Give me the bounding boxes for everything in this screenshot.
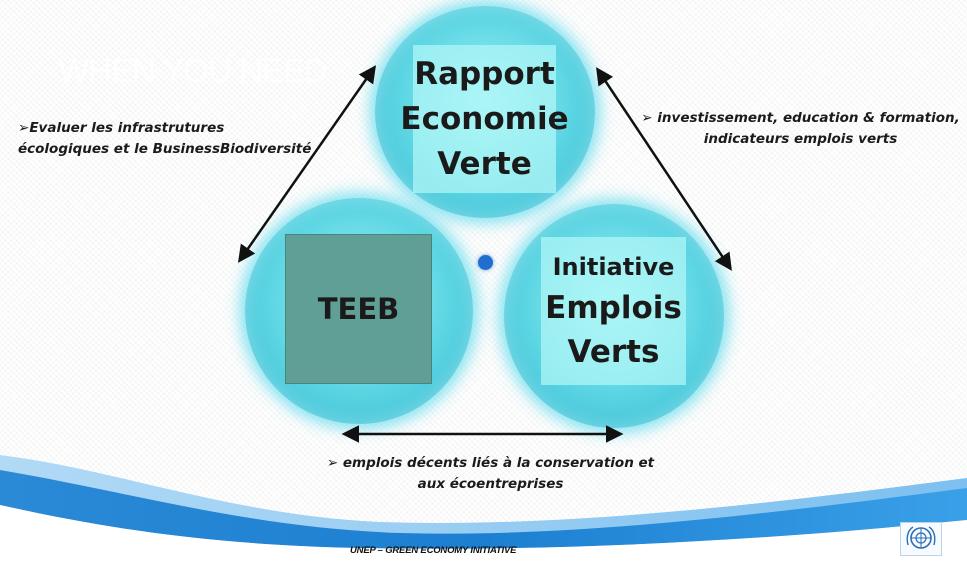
note-text: emplois décents liés à la conservation e… [342, 455, 655, 471]
note-left: ➢Evaluer les infrastrutures écologiques … [18, 118, 318, 160]
bullet-arrow-icon: ➢ [326, 455, 339, 471]
label-rapport-economie-verte: Rapport Economie Verte [400, 45, 569, 193]
un-emblem-icon [900, 522, 942, 556]
arrow-left-double [237, 65, 377, 263]
label-line: Economie [400, 100, 569, 137]
label-text: TEEB [317, 292, 400, 326]
note-text: aux écoentreprises [417, 476, 564, 492]
footer-text: UNEP – GREEN ECONOMY INITIATIVE [350, 545, 517, 556]
note-right: ➢ investissement, education & formation,… [638, 108, 963, 150]
label-line: Verte [437, 145, 532, 182]
note-line: ➢Evaluer les infrastrutures [18, 118, 318, 139]
note-line: ➢ emplois décents liés à la conservation… [318, 453, 663, 474]
note-text: indicateurs emplois verts [703, 131, 898, 147]
note-text: investissement, education & formation, [657, 110, 960, 126]
note-bottom: ➢ emplois décents liés à la conservation… [318, 453, 663, 495]
center-dot [478, 255, 493, 270]
bullet-arrow-icon: ➢ [18, 120, 30, 136]
label-line: Verts [567, 334, 660, 370]
bullet-arrow-icon: ➢ [641, 110, 653, 126]
note-line: ➢ investissement, education & formation, [638, 108, 963, 129]
label-line: Rapport [414, 55, 555, 92]
arrow-right-double [596, 67, 732, 271]
label-line: Emplois [545, 290, 682, 326]
note-text: écologiques et le BusinessBiodiversité [18, 141, 312, 157]
note-text: Evaluer les infrastrutures [29, 120, 225, 136]
